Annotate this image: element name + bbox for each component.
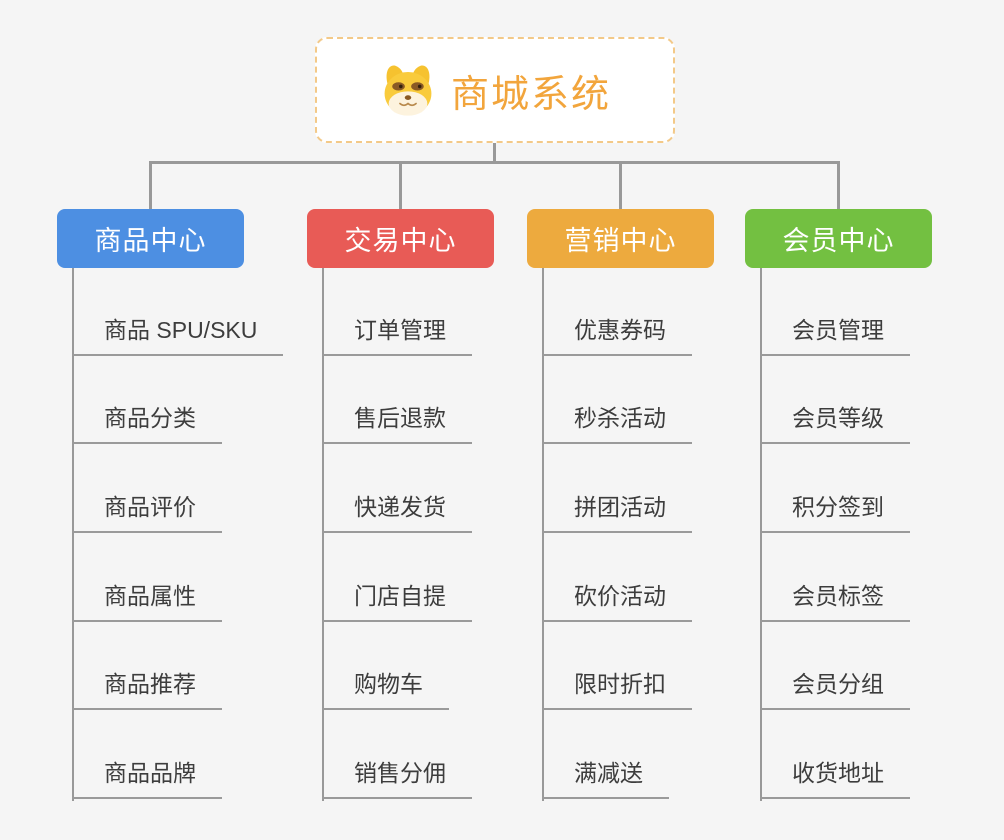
connector-root-drop <box>493 143 496 161</box>
child-node[interactable]: 积分签到 <box>760 492 910 533</box>
child-node[interactable]: 砍价活动 <box>542 581 692 622</box>
child-node[interactable]: 订单管理 <box>322 315 472 356</box>
child-node[interactable]: 收货地址 <box>760 758 910 799</box>
branch-node-product[interactable]: 商品中心 <box>57 209 244 268</box>
connector-drop-branch-3 <box>837 164 840 209</box>
child-node[interactable]: 拼团活动 <box>542 492 692 533</box>
connector-trunk-branch-3 <box>760 268 762 801</box>
child-node[interactable]: 门店自提 <box>322 581 472 622</box>
branch-label: 商品中心 <box>94 226 207 256</box>
child-node[interactable]: 快递发货 <box>322 492 472 533</box>
child-node[interactable]: 商品品牌 <box>72 758 222 799</box>
child-node[interactable]: 优惠券码 <box>542 315 692 356</box>
branch-label: 营销中心 <box>564 226 677 256</box>
connector-bus <box>149 161 840 164</box>
connector-trunk-branch-0 <box>72 268 74 801</box>
dog-face-icon <box>384 65 432 116</box>
branch-node-member[interactable]: 会员中心 <box>745 209 932 268</box>
connector-trunk-branch-1 <box>322 268 324 801</box>
root-title: 商城系统 <box>450 73 611 116</box>
child-node[interactable]: 会员分组 <box>760 669 910 710</box>
child-node[interactable]: 商品推荐 <box>72 669 222 710</box>
connector-drop-branch-2 <box>619 164 622 209</box>
child-node[interactable]: 售后退款 <box>322 403 472 444</box>
child-node[interactable]: 销售分佣 <box>322 758 472 799</box>
branch-label: 会员中心 <box>782 226 895 256</box>
connector-trunk-branch-2 <box>542 268 544 801</box>
child-node[interactable]: 会员标签 <box>760 581 910 622</box>
child-node[interactable]: 会员等级 <box>760 403 910 444</box>
child-node[interactable]: 会员管理 <box>760 315 910 356</box>
child-node[interactable]: 商品评价 <box>72 492 222 533</box>
branch-label: 交易中心 <box>344 226 457 256</box>
child-node[interactable]: 满减送 <box>542 758 669 799</box>
branch-node-trade[interactable]: 交易中心 <box>307 209 494 268</box>
root-node[interactable]: 商城系统 <box>315 37 675 143</box>
child-node[interactable]: 秒杀活动 <box>542 403 692 444</box>
child-node[interactable]: 购物车 <box>322 669 449 710</box>
child-node[interactable]: 商品 SPU/SKU <box>72 315 284 356</box>
connector-drop-branch-1 <box>399 164 402 209</box>
connector-drop-branch-0 <box>149 164 152 209</box>
child-node[interactable]: 限时折扣 <box>542 669 692 710</box>
child-node[interactable]: 商品属性 <box>72 581 222 622</box>
child-node[interactable]: 商品分类 <box>72 403 222 444</box>
branch-node-marketing[interactable]: 营销中心 <box>527 209 714 268</box>
